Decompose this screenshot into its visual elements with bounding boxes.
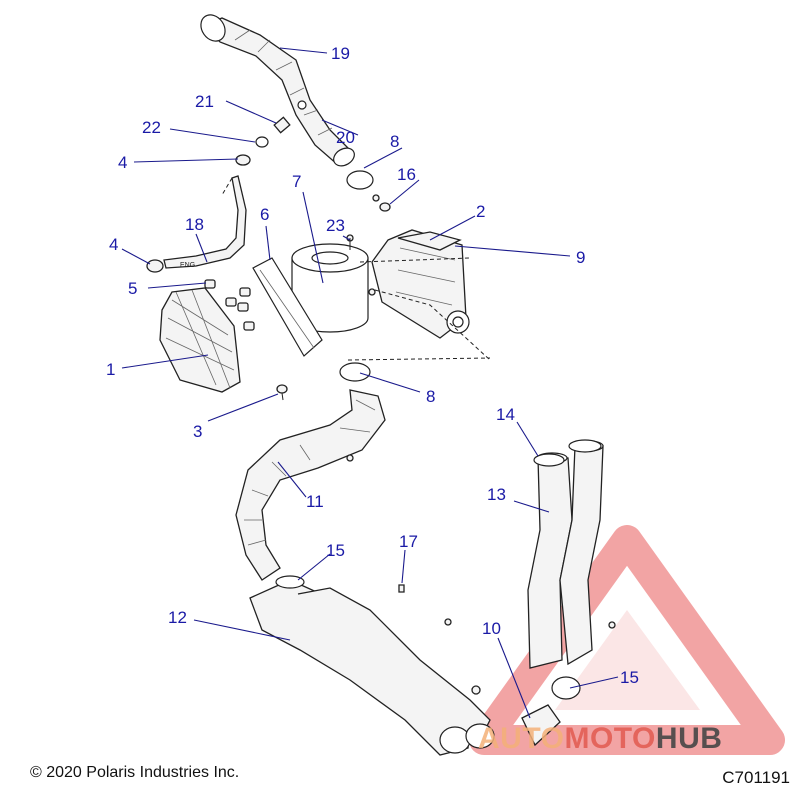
breather-fittings <box>235 116 291 166</box>
lower-clamp <box>339 362 371 382</box>
misc-fasteners <box>346 454 616 695</box>
callout-1: 1 <box>106 360 115 379</box>
callout-16: 16 <box>397 165 416 184</box>
callout-4-upper: 4 <box>118 153 127 172</box>
upper-intake-duct <box>200 14 355 167</box>
callout-11: 11 <box>306 492 324 511</box>
copyright-notice: © 2020 Polaris Industries Inc. <box>30 764 240 781</box>
assembly-guide-lines <box>221 177 491 361</box>
watermark-moto: MOTO <box>564 722 656 755</box>
callout-19: 19 <box>331 44 350 63</box>
callout-4-lower: 4 <box>109 235 118 254</box>
airbox-cover <box>159 287 241 393</box>
callout-6: 6 <box>260 205 269 224</box>
outlet-clamps <box>533 439 602 467</box>
callout-5: 5 <box>128 279 137 298</box>
airbox-housing <box>371 229 470 339</box>
watermark-hub: HUB <box>655 722 723 755</box>
drawing-code: C701191 <box>722 768 790 787</box>
breather-hose: ENG <box>146 175 247 273</box>
callout-21: 21 <box>195 92 214 111</box>
callout-12: 12 <box>168 608 187 627</box>
callout-9: 9 <box>576 248 585 267</box>
watermark-text: AUTOMOTOHUB <box>478 722 722 756</box>
watermark-auto: AUTO <box>478 722 565 755</box>
grommet <box>372 194 391 212</box>
airbox-seal <box>252 257 323 357</box>
callout-15-right: 15 <box>620 668 639 687</box>
hose-label: ENG <box>180 262 195 269</box>
duct-coupler <box>521 676 581 747</box>
upper-clamp <box>346 170 374 190</box>
callout-17: 17 <box>399 532 418 551</box>
callout-labels: 19 21 20 22 4 8 16 18 4 2 9 7 6 23 5 1 3… <box>106 44 639 687</box>
callout-2: 2 <box>476 202 485 221</box>
callout-14: 14 <box>496 405 515 424</box>
air-filter <box>291 243 369 333</box>
callout-7: 7 <box>292 172 301 191</box>
callout-10: 10 <box>482 619 501 638</box>
callout-18: 18 <box>185 215 204 234</box>
bolt-3 <box>276 384 288 401</box>
callout-20: 20 <box>336 128 355 147</box>
callout-3: 3 <box>193 422 202 441</box>
callout-leaders <box>121 47 619 719</box>
curved-intake-duct <box>235 389 386 581</box>
callout-8-upper: 8 <box>390 132 399 151</box>
twin-outlet-ducts <box>527 440 604 669</box>
callout-22: 22 <box>142 118 161 137</box>
callout-13: 13 <box>487 485 506 504</box>
cover-fasteners <box>204 279 255 331</box>
callout-8-lower: 8 <box>426 387 435 406</box>
callout-23: 23 <box>326 216 345 235</box>
lower-intake-duct <box>249 575 495 756</box>
callout-15-left: 15 <box>326 541 345 560</box>
